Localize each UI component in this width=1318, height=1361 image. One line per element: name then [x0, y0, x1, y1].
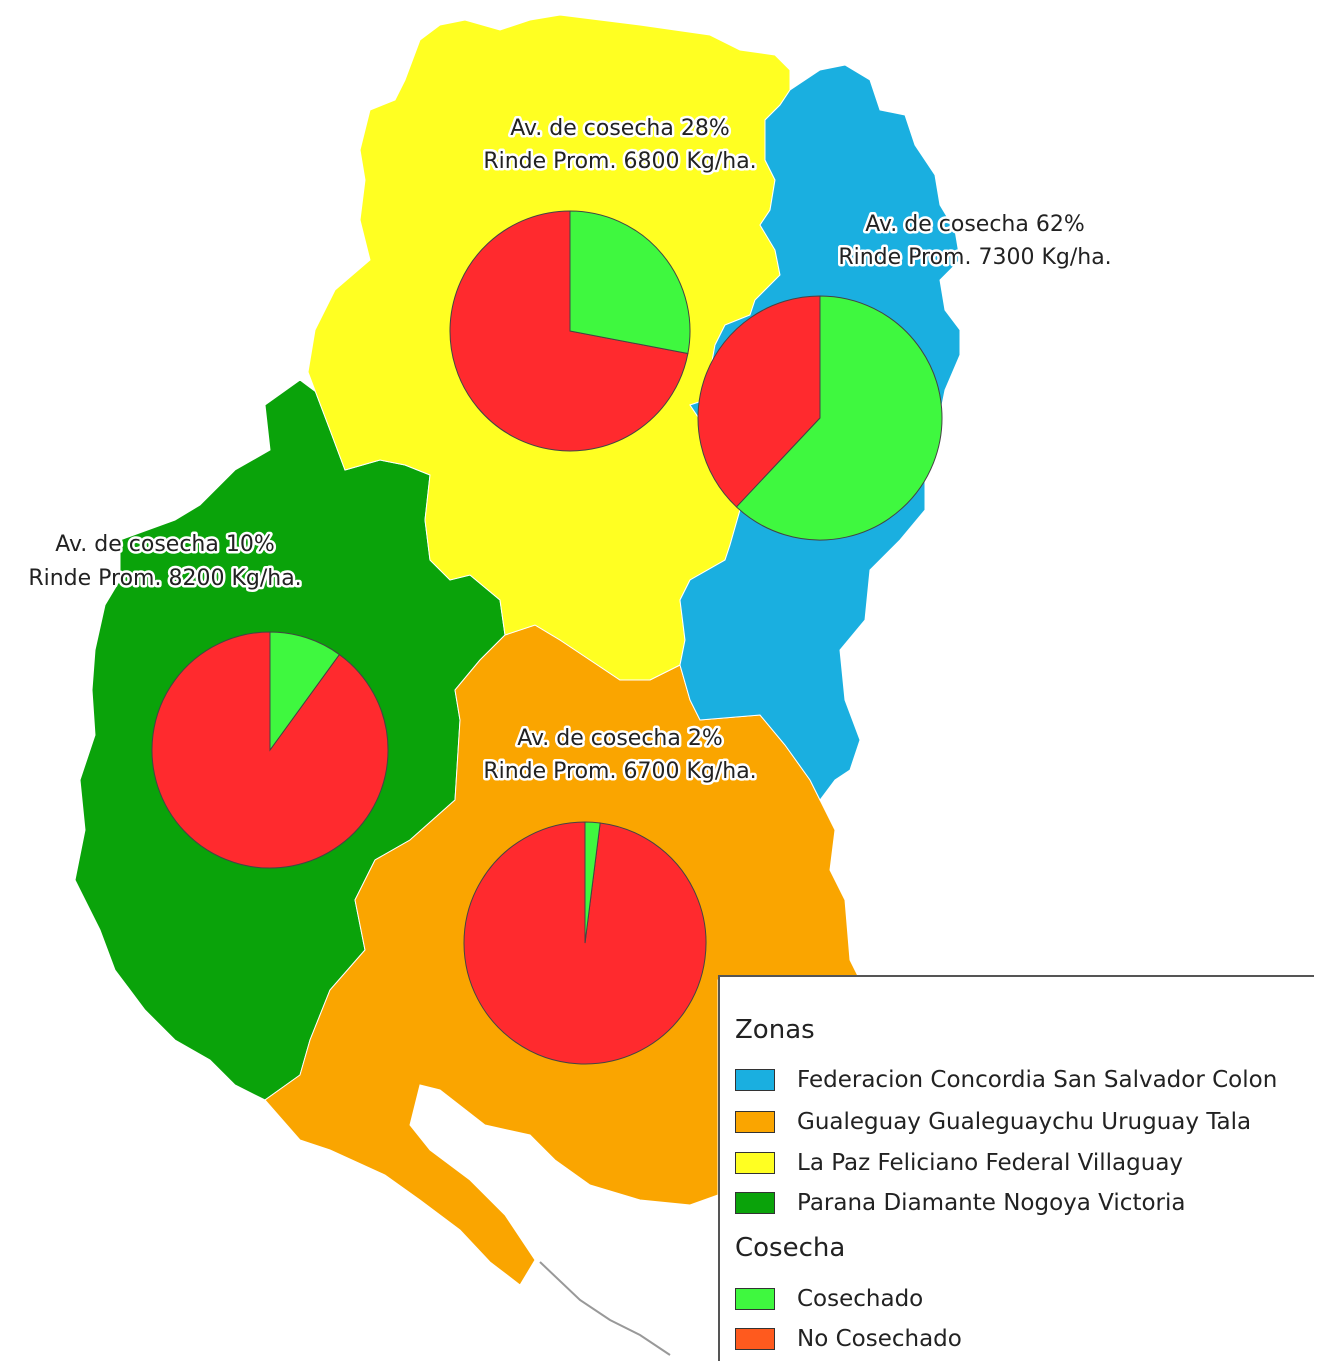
legend-item-federacion: Federacion Concordia San Salvador Colon — [735, 1065, 1277, 1095]
label-gualeguay-avance: Av. de cosecha 2% — [517, 726, 723, 751]
legend-item-parana: Parana Diamante Nogoya Victoria — [735, 1188, 1185, 1218]
label-lapaz-avance: Av. de cosecha 28% — [510, 116, 730, 141]
legend-swatch-gualeguay — [735, 1111, 775, 1133]
label-federacion-avance: Av. de cosecha 62% — [865, 212, 1085, 237]
legend-label-federacion: Federacion Concordia San Salvador Colon — [797, 1067, 1278, 1093]
legend-swatch-no-cosechado — [735, 1328, 775, 1350]
river-line — [539, 1261, 671, 1356]
harvest-pies — [151, 210, 943, 1065]
pie-slice-cosechado-gualeguay — [584, 821, 601, 944]
pie-slice-cosechado-parana — [269, 631, 341, 752]
legend-item-lapaz: La Paz Feliciano Federal Villaguay — [735, 1148, 1183, 1178]
label-parana: Av. de cosecha 10% Rinde Prom. 8200 Kg/h… — [26, 530, 304, 594]
label-parana-avance: Av. de cosecha 10% — [55, 532, 275, 557]
legend-label-parana: Parana Diamante Nogoya Victoria — [797, 1190, 1186, 1216]
legend-swatch-cosechado — [735, 1288, 775, 1310]
legend-item-gualeguay: Gualeguay Gualeguaychu Uruguay Tala — [735, 1107, 1251, 1137]
legend-zonas-title: Zonas — [735, 1015, 815, 1045]
legend-item-no-cosechado: No Cosechado — [735, 1324, 962, 1354]
label-lapaz-rinde: Rinde Prom. 6800 Kg/ha. — [483, 149, 756, 174]
label-gualeguay-rinde: Rinde Prom. 6700 Kg/ha. — [483, 759, 756, 784]
legend-label-gualeguay: Gualeguay Gualeguaychu Uruguay Tala — [797, 1109, 1252, 1135]
legend-cosecha-title: Cosecha — [735, 1233, 846, 1263]
label-federacion: Av. de cosecha 62% Rinde Prom. 7300 Kg/h… — [836, 210, 1114, 273]
map-legend: Zonas Federacion Concordia San Salvador … — [718, 975, 1314, 1361]
pie-slice-cosechado-federacion — [735, 295, 943, 541]
legend-swatch-lapaz — [735, 1152, 775, 1174]
legend-label-no-cosechado: No Cosechado — [797, 1326, 962, 1352]
label-lapaz: Av. de cosecha 28% Rinde Prom. 6800 Kg/h… — [481, 114, 759, 177]
pie-slice-cosechado-lapaz — [569, 210, 691, 355]
label-gualeguay: Av. de cosecha 2% Rinde Prom. 6700 Kg/ha… — [481, 724, 759, 787]
legend-label-lapaz: La Paz Feliciano Federal Villaguay — [797, 1150, 1184, 1176]
pie-slice-no-cosechado-lapaz — [449, 210, 689, 452]
legend-swatch-federacion — [735, 1069, 775, 1091]
legend-item-cosechado: Cosechado — [735, 1284, 923, 1314]
label-federacion-rinde: Rinde Prom. 7300 Kg/ha. — [838, 245, 1111, 270]
label-parana-rinde: Rinde Prom. 8200 Kg/ha. — [28, 566, 301, 591]
legend-label-cosechado: Cosechado — [797, 1286, 924, 1312]
pie-slice-no-cosechado-federacion — [697, 295, 821, 508]
legend-swatch-parana — [735, 1192, 775, 1214]
